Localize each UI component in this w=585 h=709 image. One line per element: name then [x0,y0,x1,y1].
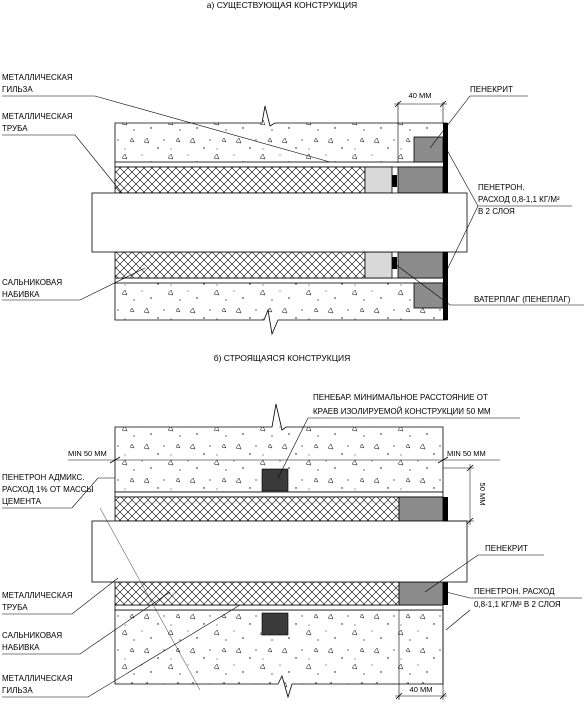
label-admix-2: РАСХОД 1% ОТ МАССЫ [2,485,94,494]
penecrete-sleeve-bottom [397,251,444,279]
label-packing-a-2: НАБИВКА [2,290,40,299]
concrete-wall-top [114,105,448,164]
metal-sleeve-bottom-b [114,604,444,611]
penebar-top [261,468,289,492]
penetron-coating-top-b [443,497,448,521]
label-penebar-2: КРАЕВ ИЗОЛИРУЕМОЙ КОНСТРУКЦИИ 50 ММ [313,407,491,416]
dimension-40mm-a: 40 ММ [409,91,432,100]
penetron-coating-upper [443,123,448,193]
concrete-wall-bottom [114,281,448,336]
label-admix-1: ПЕНЕТРОН АДМИКС. [2,473,84,482]
label-packing-b-1: САЛЬНИКОВАЯ [2,631,62,640]
gland-packing-bottom-b [114,581,400,606]
label-penetron-a-3: В 2 СЛОЯ [478,207,515,216]
black-seal-top [392,175,397,187]
penetron-coating-bottom-b [443,582,448,605]
metal-pipe-b [91,520,468,583]
min50-left: MIN 50 ММ [68,449,107,458]
label-penecrete-b: ПЕНЕКРИТ [485,544,528,553]
part-a-title: а) СУЩЕСТВУЮЩАЯ КОНСТРУКЦИЯ [207,0,357,10]
label-admix-3: ЦЕМЕНТА [2,497,42,506]
label-sleeve-b-2: ГИЛЬЗА [2,686,33,695]
label-penetron-a-1: ПЕНЕТРОН. [478,183,524,192]
penecrete-sleeve-top [397,166,444,194]
gland-packing-bottom [114,251,366,279]
metal-sleeve-top-b [114,491,444,498]
dimension-40mm-b: 40 ММ [410,685,433,694]
waterplug-bottom [364,251,393,279]
metal-sleeve-bottom [114,277,448,284]
label-sleeve-a-1: МЕТАЛЛИЧЕСКАЯ [2,73,73,82]
black-seal-bottom [392,257,397,269]
label-sleeve-a-2: ГИЛЬЗА [2,85,33,94]
label-pipe-b-1: МЕТАЛЛИЧЕСКАЯ [2,591,73,600]
label-pipe-a-2: ТРУБА [2,124,28,133]
label-penebar-1: ПЕНЕБАР. МИНИМАЛЬНОЕ РАССТОЯНИЕ ОТ [313,393,488,402]
label-packing-b-2: НАБИВКА [2,643,40,652]
waterplug-top [364,166,393,194]
penecrete-concrete-bottom [413,282,444,309]
part-b-new-structure: б) СТРОЯЩАЯСЯ КОНСТРУКЦИЯ MIN 50 ММ MIN … [2,353,582,700]
gland-packing-top-b [114,496,400,522]
penetron-coating-lower [443,252,448,320]
dimension-50mm-vertical: 50 ММ [478,483,487,506]
metal-pipe [91,192,468,253]
label-sleeve-b-1: МЕТАЛЛИЧЕСКАЯ [2,674,73,683]
label-waterplug-a: ВАТЕРПЛАГ (ПЕНЕПЛАГ) [474,295,571,304]
part-b-title: б) СТРОЯЩАЯСЯ КОНСТРУКЦИЯ [214,353,351,363]
label-penetron-b-2: 0,8-1,1 КГ/М² В 2 СЛОЯ [474,600,561,609]
label-penetron-a-2: РАСХОД 0,8-1,1 КГ/М² [478,195,560,204]
penecrete-top-b [398,496,444,522]
penebar-bottom [261,612,289,636]
min50-right: MIN 50 ММ [447,449,486,458]
label-packing-a-1: САЛЬНИКОВАЯ [2,278,62,287]
penecrete-concrete-top [413,136,444,163]
metal-sleeve-top [114,161,448,168]
part-a-existing-structure: а) СУЩЕСТВУЮЩАЯ КОНСТРУКЦИЯ 40 ММ [2,0,584,336]
penecrete-bottom-b [398,581,444,606]
label-penetron-b-1: ПЕНЕТРОН. РАСХОД [474,587,555,596]
gland-packing-top [114,166,366,194]
label-pipe-b-2: ТРУБА [2,603,28,612]
label-penecrete-a: ПЕНЕКРИТ [470,85,513,94]
label-pipe-a-1: МЕТАЛЛИЧЕСКАЯ [2,112,73,121]
